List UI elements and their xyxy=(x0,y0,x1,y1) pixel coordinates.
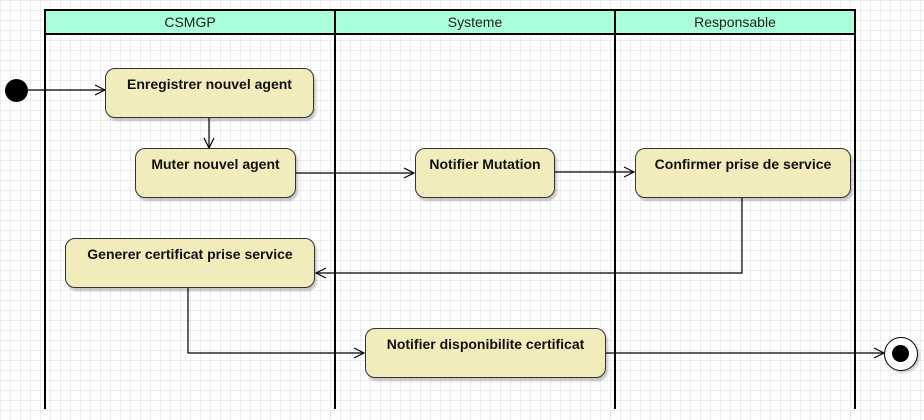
final-node xyxy=(884,337,918,371)
lane-header-responsable: Responsable xyxy=(615,9,855,35)
activity-label: Muter nouvel agent xyxy=(151,156,280,172)
activity-generer-certificat[interactable]: Generer certificat prise service xyxy=(65,238,315,288)
lane-header-csmgp: CSMGP xyxy=(45,9,335,35)
initial-node xyxy=(5,79,28,102)
final-node-core xyxy=(892,345,909,362)
lane-title: CSMGP xyxy=(164,14,216,30)
lane-header-systeme: Systeme xyxy=(335,9,615,35)
flow-generer-to-notifier-dispo xyxy=(187,288,364,353)
activity-enregistrer-nouvel-agent[interactable]: Enregistrer nouvel agent xyxy=(105,68,314,118)
lane-title: Responsable xyxy=(694,14,776,30)
lane-divider xyxy=(854,9,856,409)
lane-divider xyxy=(614,9,616,409)
activity-notifier-mutation[interactable]: Notifier Mutation xyxy=(415,148,555,198)
activity-notifier-disponibilite-certificat[interactable]: Notifier disponibilite certificat xyxy=(365,328,606,378)
activity-muter-nouvel-agent[interactable]: Muter nouvel agent xyxy=(135,148,296,198)
lane-divider xyxy=(44,9,46,409)
activity-label: Notifier disponibilite certificat xyxy=(386,336,585,352)
activity-label: Confirmer prise de service xyxy=(654,156,832,172)
activity-confirmer-prise-de-service[interactable]: Confirmer prise de service xyxy=(635,148,851,198)
lane-title: Systeme xyxy=(447,14,503,30)
activity-label: Notifier Mutation xyxy=(429,156,541,172)
lane-divider xyxy=(334,9,336,409)
activity-label: Enregistrer nouvel agent xyxy=(127,76,292,92)
activity-label: Generer certificat prise service xyxy=(87,246,293,262)
flow-confirmer-to-generer xyxy=(316,198,743,273)
